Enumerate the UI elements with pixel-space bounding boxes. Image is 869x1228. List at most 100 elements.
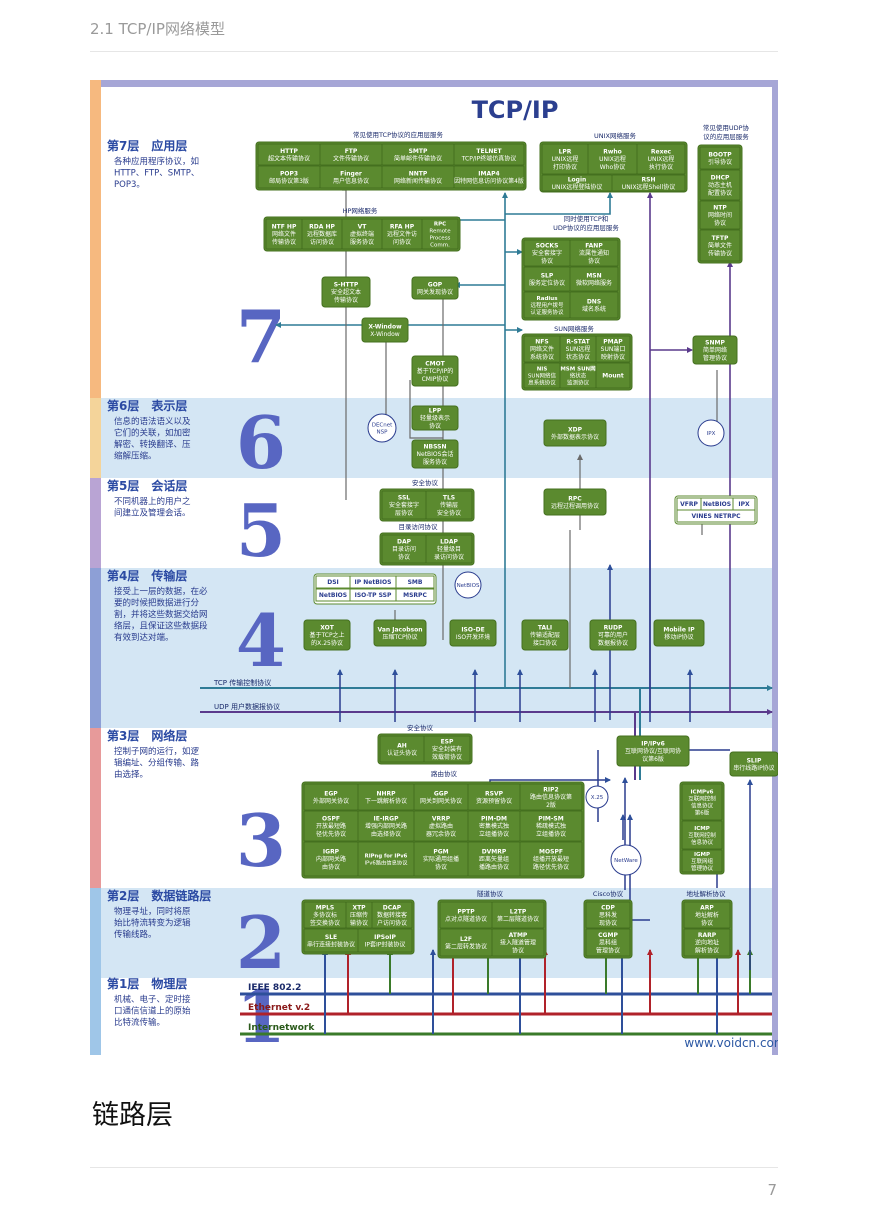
protocol-box-text: DAP [397,539,412,546]
protocol-box-text: ATMP [509,932,528,939]
protocol-box-isotpssp: ISO-TP SSP [349,588,397,602]
protocol-box-text: 管理协议 [596,946,620,954]
protocol-box-text: Radius [537,296,559,302]
protocol-box-text: 外部数据表示协议 [551,433,599,441]
protocol-box-text: 由选择协议 [371,830,401,838]
protocol-box-text: 目录访问 [392,545,416,553]
protocol-box-text: Login [568,176,587,183]
layer-desc: 有效到达对端。 [114,632,174,643]
protocol-box-text: 互联网组 [691,857,714,865]
protocol-box-text: MSRPC [403,592,427,599]
protocol-box-text: 文件传输协议 [333,155,369,163]
watermark: www.voidcn.com [684,1036,778,1050]
protocol-box-text: SNMP [705,340,725,347]
protocol-box-text: 简单文件 [708,242,732,250]
protocol-box-text: LDAP [440,539,458,546]
tcp-bus-label: TCP 传输控制协议 [213,678,271,687]
protocol-box-text: RPC [568,495,582,502]
protocol-box-bg [373,619,427,647]
protocol-box-text: IMAP4 [478,170,499,177]
caption-both: 同时使用TCP和 [564,214,609,223]
layer-title: 第3层 网络层 [107,728,187,743]
protocol-box-text: 网络新闻传输协议 [394,177,442,185]
protocol-box-text: SLP [541,272,554,279]
layer-desc: 信息的语法语义以及 [114,416,191,427]
protocol-box-text: 信息协议 [691,802,714,810]
layer-desc: 物理寻址，同时将原 [114,906,191,917]
protocol-box-text: RFA HP [390,224,415,231]
protocol-box-bg [729,751,778,777]
protocol-box-text: 路径优先协议 [533,863,569,871]
layer-side-strip [90,728,101,888]
protocol-box-text: 地址解析 [695,911,719,919]
protocol-circle-text: DECnet [372,423,393,429]
protocol-box-bg [569,239,619,267]
layer-desc: 由选择。 [114,769,148,780]
protocol-circle-bg [454,571,482,599]
protocol-box-text: 系统协议 [530,353,554,361]
protocol-box-text: 虚拟路由 [429,822,453,830]
layer-desc: 始比特流转变为逻辑 [114,918,191,929]
page-number: 7 [767,1181,777,1199]
protocol-box-text: 路由信息协议第 [530,793,572,801]
protocol-box-text: NTF HP [272,224,297,231]
protocol-box-text: 距离矢量组 [479,855,509,863]
layer-digit: 3 [236,798,286,883]
layer-side-strip [90,568,101,728]
protocol-box-text: 简单邮件传输协议 [394,155,442,163]
protocol-box-text: 传输适配层 [530,631,560,639]
protocol-box-text: 可靠的用户 [598,631,628,639]
protocol-circle-bg [610,844,642,876]
figure-title: TCP/IP [472,96,559,124]
protocol-box-text: 服务定位协议 [529,279,565,287]
protocol-box-text: 户访问协议 [377,919,407,927]
layer-digit: 6 [236,400,286,485]
protocol-box-bg [543,488,607,516]
protocol-box-text: RARP [698,932,717,939]
protocol-box-text: 数据转接客 [377,911,407,919]
protocol-box-text: NIS [537,366,548,372]
connector-line [505,192,613,215]
header-rule [90,51,778,52]
protocol-box-text: NetBIOS会话 [417,450,454,458]
page-header: 2.1 TCP/IP网络模型 [90,20,225,38]
protocol-box-text: FTP [345,148,358,155]
protocol-box-text: MSN [586,272,601,279]
protocol-box-text: 第二层转发协议 [445,943,487,951]
protocol-box-text: 安全套接字 [532,249,562,257]
protocol-box-text: 组播开放最短 [533,855,569,863]
protocol-box-bg [421,218,459,250]
protocol-box-text: 微软网络服务 [576,279,612,287]
protocol-box-bg [681,849,723,873]
layer-title: 第2层 数据链路层 [107,888,211,903]
protocol-box-bg [616,735,690,767]
protocol-box-text: PPTP [457,908,475,915]
protocol-box-bg [519,810,583,842]
protocol-box-text: NBSSN [424,444,447,451]
footer-rule [90,1167,778,1168]
layer-digit: 4 [236,598,286,683]
